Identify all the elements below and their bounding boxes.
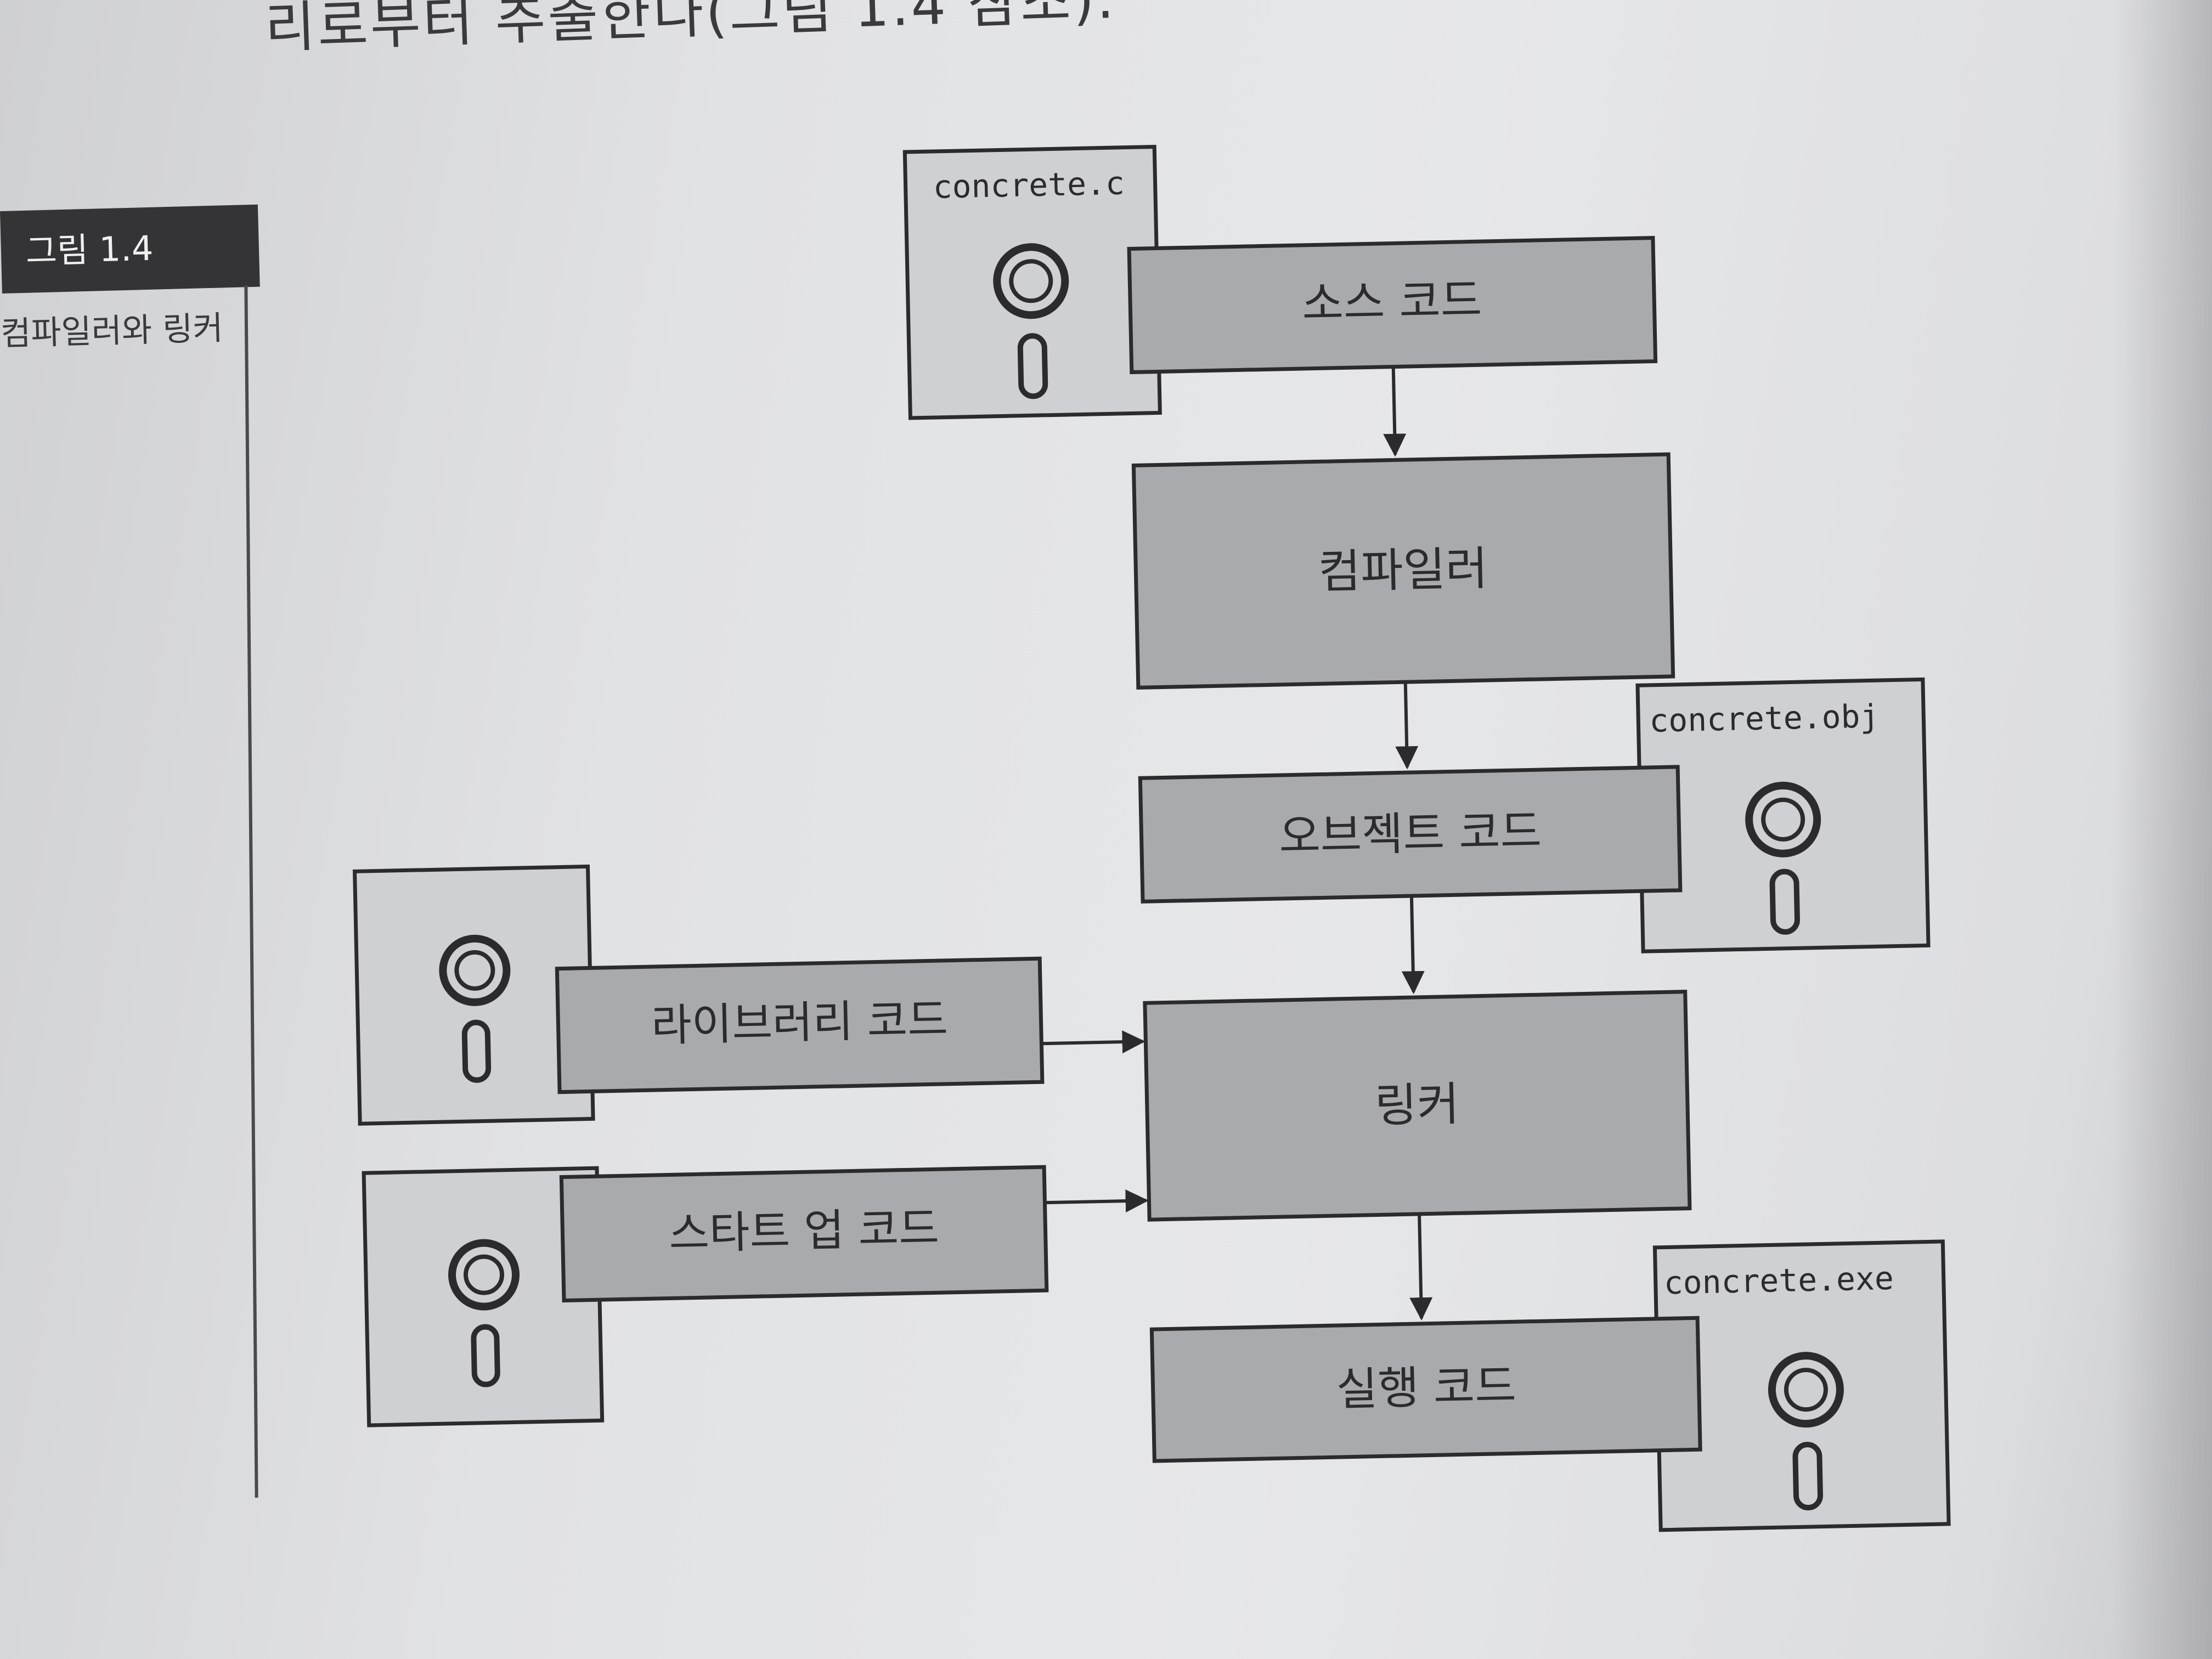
object-filename: concrete.obj — [1649, 697, 1880, 740]
startup-code-label: 스타트 업 코드 — [668, 1203, 939, 1259]
arrow-object-to-linker — [1401, 895, 1425, 995]
disk-hub-icon — [1768, 1352, 1844, 1428]
linker-label: 링커 — [1374, 1077, 1460, 1132]
disk-slot-icon — [461, 1019, 492, 1083]
object-code-box: 오브젝트 코드 — [1138, 765, 1683, 904]
library-code-box: 라이브러리 코드 — [555, 956, 1045, 1094]
source-code-label: 소스 코드 — [1301, 274, 1482, 330]
page-edge-shadow — [2113, 0, 2212, 1659]
source-filename: concrete.c — [933, 165, 1125, 206]
arrow-compiler-to-object — [1395, 682, 1419, 770]
source-code-box: 소스 코드 — [1127, 235, 1658, 375]
arrow-library-to-linker — [1041, 1030, 1146, 1054]
source-file-disk: concrete.c — [902, 144, 1162, 420]
object-code-label: 오브젝트 코드 — [1278, 805, 1542, 863]
library-code-label: 라이브러리 코드 — [651, 994, 948, 1051]
disk-slot-icon — [1017, 333, 1048, 399]
disk-slot-icon — [471, 1324, 500, 1387]
disk-hub-icon — [1745, 781, 1821, 857]
executable-file-disk: concrete.exe — [1652, 1239, 1951, 1532]
disk-hub-icon — [993, 243, 1069, 319]
arrow-linker-to-executable — [1409, 1214, 1433, 1321]
startup-code-box: 스타트 업 코드 — [559, 1165, 1049, 1303]
executable-filename: concrete.exe — [1663, 1260, 1894, 1302]
executable-code-label: 실행 코드 — [1336, 1360, 1517, 1416]
object-file-disk: concrete.obj — [1635, 677, 1931, 953]
compiler-label: 컴파일러 — [1318, 541, 1488, 599]
disk-hub-icon — [439, 934, 511, 1006]
disk-hub-icon — [448, 1239, 520, 1311]
disk-slot-icon — [1769, 868, 1800, 935]
linker-box: 링커 — [1143, 990, 1692, 1222]
executable-code-box: 실행 코드 — [1149, 1316, 1702, 1463]
library-file-disk — [352, 864, 595, 1126]
compiler-box: 컴파일러 — [1131, 452, 1675, 690]
arrow-source-to-compiler — [1383, 366, 1407, 457]
startup-file-disk — [362, 1166, 605, 1427]
disk-slot-icon — [1792, 1442, 1823, 1511]
arrow-startup-to-linker — [1045, 1189, 1149, 1213]
